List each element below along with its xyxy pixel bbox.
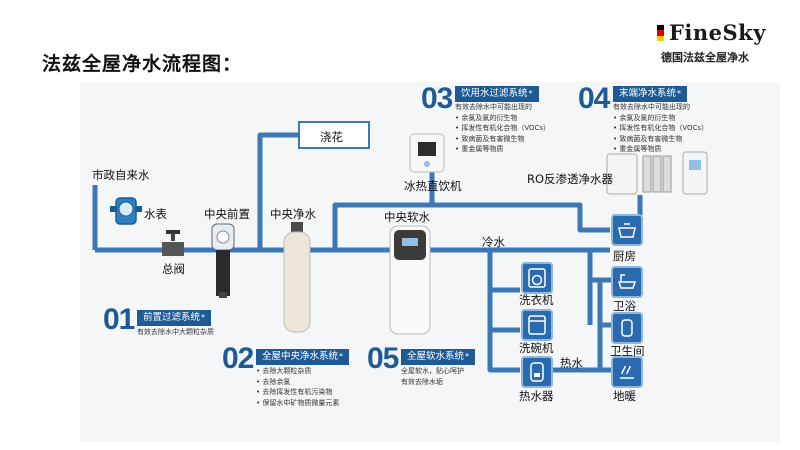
step-01-number: 01 (103, 303, 135, 336)
step-01-title: 前置过滤系统 (137, 310, 212, 326)
page-title: 法兹全屋净水流程图： (42, 53, 243, 75)
dispenser-label: 冰热直饮机 (404, 179, 462, 193)
step-02-number: 02 (222, 342, 254, 375)
ro-purifier-devices (606, 151, 708, 195)
restroom-sink-icon (611, 312, 643, 344)
step-03-title: 饮用水过滤系统 (455, 86, 539, 102)
water-meter-icon (110, 197, 142, 225)
step-05-desc: 全屋软水，贴心呵护 有效去除水垢 (401, 367, 464, 386)
step-04-number: 04 (578, 82, 610, 115)
bathtub-icon (611, 266, 643, 298)
step-05-title: 全屋软水系统 (401, 349, 476, 365)
washing-machine-label: 洗衣机 (519, 293, 554, 307)
step-04-title: 末端净水系统 (613, 86, 688, 102)
kitchen-pot-icon (611, 214, 643, 246)
cold-water-label: 冷水 (482, 235, 505, 249)
central-softener-label: 中央软水 (384, 210, 430, 224)
step-01-desc: 有效去除水中大颗粒杂质 (137, 328, 214, 336)
hot-cold-dispenser-device (409, 133, 445, 173)
watering-box (298, 121, 370, 149)
restroom-label: 卫生间 (610, 344, 645, 358)
ro-label: RO反渗透净水器 (527, 172, 614, 186)
water-heater-label: 热水器 (519, 389, 554, 403)
brand-subtitle: 德国法兹全屋净水 (661, 51, 749, 64)
floor-heating-label: 地暖 (613, 389, 636, 403)
hot-water-label: 热水 (560, 356, 583, 370)
watering-label: 浇花 (320, 130, 343, 144)
dishwasher-label: 洗碗机 (519, 341, 554, 355)
central-purifier-label: 中央净水 (270, 207, 316, 221)
brand-name: FineSky (669, 20, 766, 45)
pre-filter-device (211, 223, 235, 298)
step-03-number: 03 (421, 82, 453, 115)
step-04-desc: 有效去除水中可能出现的 余氯及氯的衍生物挥发性有机化合物（VOCs）致病菌及有害… (613, 102, 708, 155)
pre-filter-label: 中央前置 (204, 207, 250, 221)
step-02-title: 全屋中央净水系统 (256, 349, 350, 365)
german-flag-icon (657, 25, 664, 41)
water-heater-icon (521, 356, 553, 388)
main-valve-icon (162, 230, 184, 256)
kitchen-label: 厨房 (613, 249, 636, 263)
bathroom-label: 卫浴 (613, 299, 636, 313)
washing-machine-icon (521, 262, 553, 294)
step-03-desc: 有效去除水中可能出现的 余氯及氯的衍生物挥发性有机化合物（VOCs）致病菌及有害… (455, 102, 550, 155)
water-meter-label: 水表 (144, 207, 167, 221)
central-softener-device (389, 225, 431, 335)
municipal-water-label: 市政自来水 (92, 168, 150, 182)
step-05-number: 05 (367, 342, 399, 375)
dishwasher-icon (521, 309, 553, 341)
central-purifier-device (283, 222, 311, 333)
floor-heating-icon (611, 356, 643, 388)
step-02-desc: 去除大颗粒杂质去除余氯去除挥发性有机污染物保留水中矿物质微量元素 (256, 366, 339, 408)
main-valve-label: 总阀 (162, 262, 185, 276)
